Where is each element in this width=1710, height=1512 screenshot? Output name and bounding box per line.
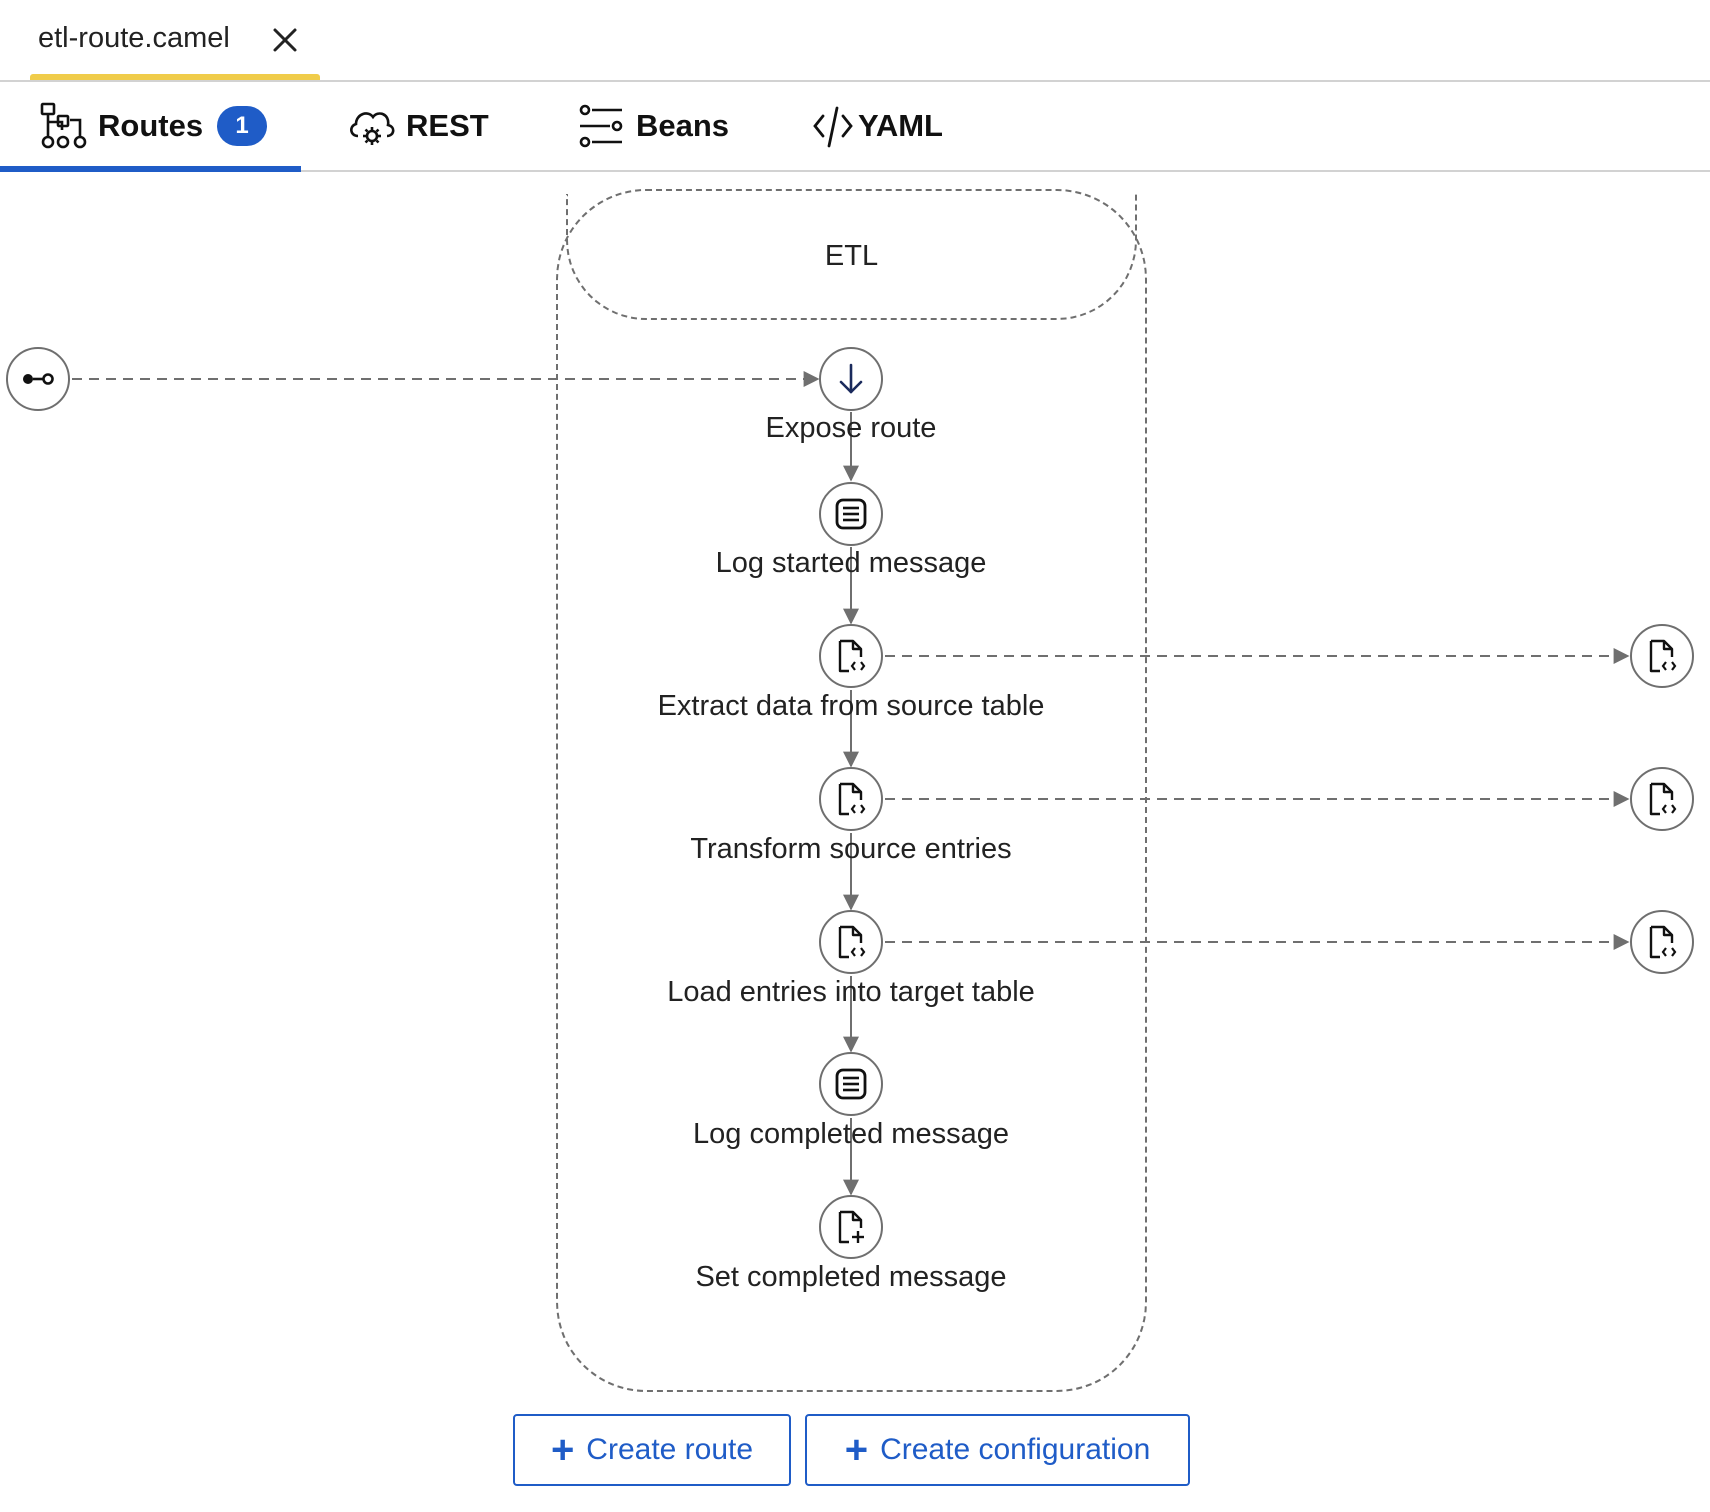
route-title: ETL xyxy=(824,239,879,272)
create-route-label: Create route xyxy=(586,1433,754,1466)
tab-routes[interactable]: Routes 1 xyxy=(0,82,302,172)
view-tabs: Routes 1 REST xyxy=(0,82,1710,172)
route-container[interactable] xyxy=(556,189,1147,1392)
step-label: Expose route xyxy=(765,412,937,444)
tab-beans-label: Beans xyxy=(636,108,730,143)
file-code-icon xyxy=(838,782,866,816)
file-tab-active-indicator xyxy=(30,74,320,81)
step-label: Set completed message xyxy=(695,1261,1007,1293)
step-node-load[interactable] xyxy=(819,910,883,974)
tab-rest-label: REST xyxy=(406,108,489,143)
cloud-gear-icon xyxy=(346,100,398,152)
step-label: Log started message xyxy=(715,547,987,579)
step-node-expose-route[interactable] xyxy=(819,347,883,411)
route-canvas[interactable]: ETL xyxy=(0,172,1710,1512)
file-tab-divider xyxy=(0,80,1710,82)
step-node-extract[interactable] xyxy=(819,624,883,688)
routes-icon xyxy=(38,100,90,152)
step-node-set-completed[interactable] xyxy=(819,1195,883,1259)
file-code-icon xyxy=(1649,782,1677,816)
tab-yaml[interactable]: YAML xyxy=(812,82,943,170)
create-configuration-button[interactable]: + Create configuration xyxy=(805,1414,1190,1486)
plus-icon: + xyxy=(550,1428,575,1472)
file-tab[interactable]: etl-route.camel xyxy=(30,0,320,82)
step-node-log-started[interactable] xyxy=(819,482,883,546)
tab-yaml-label: YAML xyxy=(858,108,943,143)
close-icon[interactable] xyxy=(265,20,305,60)
step-label: Transform source entries xyxy=(690,833,1012,865)
step-label: Load entries into target table xyxy=(667,976,1035,1008)
route-source-node[interactable] xyxy=(6,347,70,411)
external-node-load[interactable] xyxy=(1630,910,1694,974)
log-icon xyxy=(835,498,867,530)
routes-count-badge: 1 xyxy=(217,106,268,146)
plus-icon: + xyxy=(844,1428,869,1472)
file-plus-icon xyxy=(838,1210,864,1244)
file-tab-label: etl-route.camel xyxy=(38,22,230,54)
external-node-extract[interactable] xyxy=(1630,624,1694,688)
file-code-icon xyxy=(1649,925,1677,959)
beans-icon xyxy=(576,100,628,152)
create-configuration-label: Create configuration xyxy=(880,1433,1151,1466)
tab-beans[interactable]: Beans xyxy=(576,82,729,170)
tab-routes-label: Routes xyxy=(98,108,204,143)
step-label: Extract data from source table xyxy=(657,690,1045,722)
external-node-transform[interactable] xyxy=(1630,767,1694,831)
create-route-button[interactable]: + Create route xyxy=(513,1414,791,1486)
arrow-down-icon xyxy=(839,363,863,394)
file-code-icon xyxy=(838,925,866,959)
step-node-transform[interactable] xyxy=(819,767,883,831)
tab-rest[interactable]: REST xyxy=(346,82,489,170)
log-icon xyxy=(835,1068,867,1100)
step-node-log-completed[interactable] xyxy=(819,1052,883,1116)
file-code-icon xyxy=(1649,639,1677,673)
file-code-icon xyxy=(838,639,866,673)
endpoint-icon xyxy=(23,373,54,385)
code-icon xyxy=(812,100,854,152)
edges-layer xyxy=(72,371,1630,1196)
step-label: Log completed message xyxy=(693,1118,1009,1150)
